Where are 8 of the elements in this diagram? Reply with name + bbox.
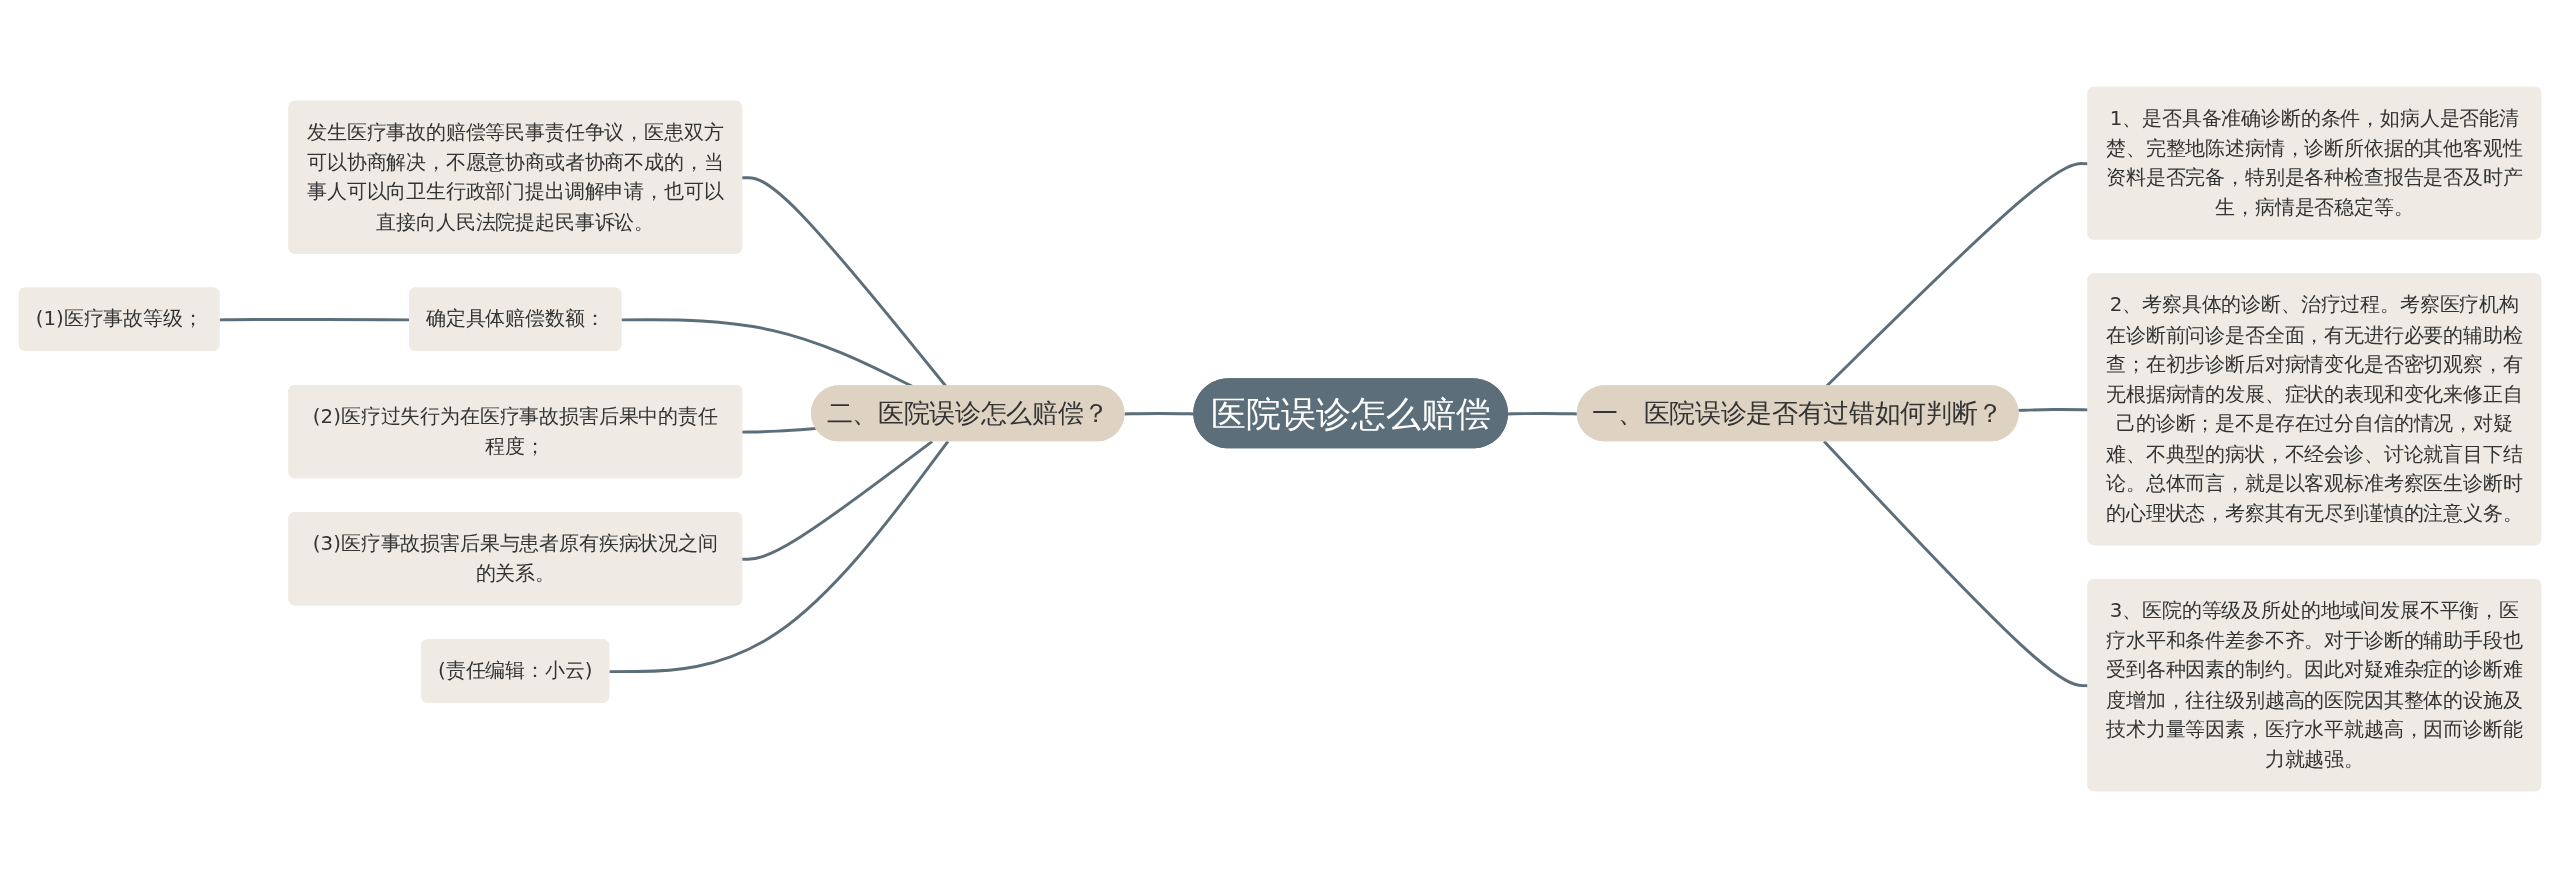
connector (2018, 407, 2089, 412)
connector (1507, 411, 1578, 415)
connector (742, 439, 934, 561)
connector (742, 175, 948, 387)
connector (609, 439, 950, 673)
connector (742, 426, 817, 434)
connector (1822, 439, 2089, 687)
connector (1124, 411, 1195, 415)
